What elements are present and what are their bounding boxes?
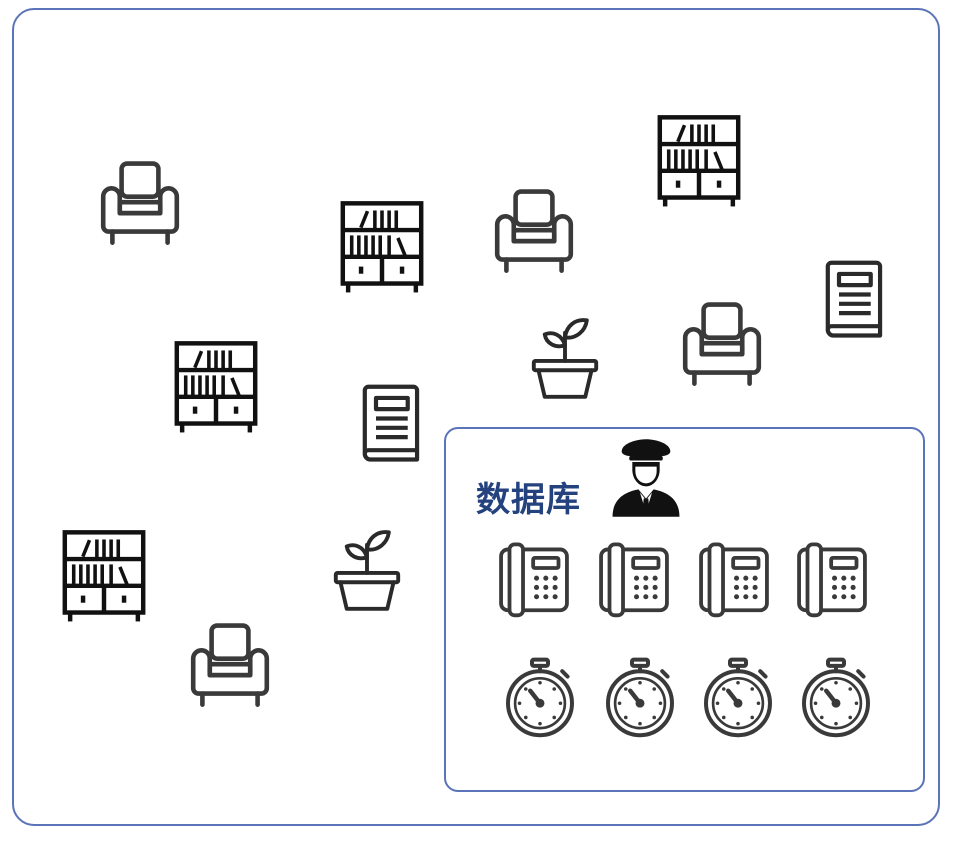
- book-icon: [357, 383, 423, 467]
- armchair-icon: [676, 299, 768, 391]
- outer-frame: [12, 8, 940, 826]
- desk-phone-icon: [794, 538, 870, 620]
- desk-phone-icon: [596, 538, 672, 620]
- bookshelf-icon: [59, 527, 149, 625]
- bookshelf-icon: [337, 198, 427, 296]
- armchair-icon: [184, 620, 276, 712]
- bookshelf-icon: [654, 112, 744, 210]
- stopwatch-icon: [698, 653, 778, 741]
- stopwatch-icon: [600, 653, 680, 741]
- armchair-icon: [94, 158, 186, 250]
- officer-icon: [608, 432, 684, 524]
- potted-plant-icon: [328, 518, 406, 620]
- desk-phone-icon: [696, 538, 772, 620]
- potted-plant-icon: [526, 306, 604, 408]
- armchair-icon: [488, 186, 580, 278]
- book-icon: [820, 259, 886, 343]
- database-label: 数据库: [476, 480, 581, 520]
- desk-phone-icon: [496, 538, 572, 620]
- bookshelf-icon: [171, 338, 261, 436]
- database-panel: [444, 427, 925, 792]
- stopwatch-icon: [500, 653, 580, 741]
- stopwatch-icon: [796, 653, 876, 741]
